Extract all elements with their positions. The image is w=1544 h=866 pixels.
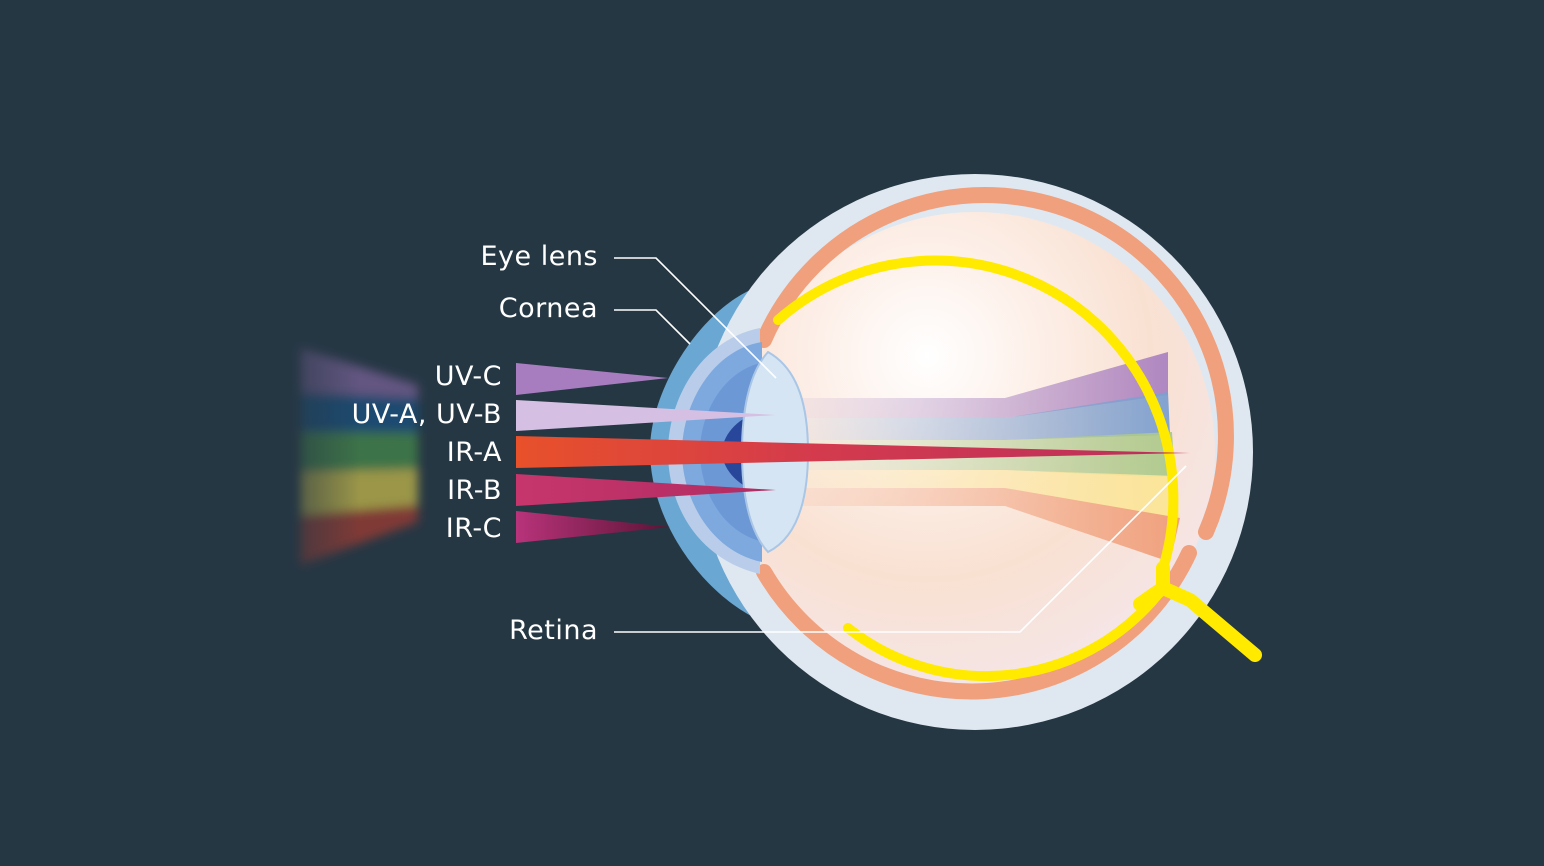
labels: Eye lens Cornea UV-C UV-A, UV-B IR-A IR-… [352,241,598,646]
label-uv-ab: UV-A, UV-B [352,399,502,430]
ray-uv-c [516,363,668,395]
ray-uv-ab [516,400,776,431]
internal-path-orange [790,488,1180,562]
retina-lower [843,583,1168,682]
optic-nerve [1133,561,1262,662]
internal-path-yellow [790,470,1180,520]
ray-ir-b [516,474,776,506]
ray-ir-a [516,436,1190,468]
spectrum-fade [270,330,360,580]
retina-upper [773,255,1179,573]
incoming-light-spectrum [270,330,418,580]
label-eye-lens: Eye lens [480,241,598,272]
label-ir-c: IR-C [446,513,502,544]
label-retina: Retina [509,615,598,646]
ray-ir-c [516,511,670,543]
label-ir-a: IR-A [447,437,502,468]
label-uv-c: UV-C [435,361,502,392]
leader-retina [614,465,1187,633]
label-cornea: Cornea [499,293,598,324]
ray-wedges [516,363,1190,543]
leader-lines [614,257,1187,633]
internal-path-blue [790,392,1170,440]
label-ir-b: IR-B [447,475,502,506]
internal-path-uv [790,352,1168,418]
leader-cornea [614,309,691,345]
choroid-upper [756,187,1234,540]
leader-eye-lens [614,257,777,379]
